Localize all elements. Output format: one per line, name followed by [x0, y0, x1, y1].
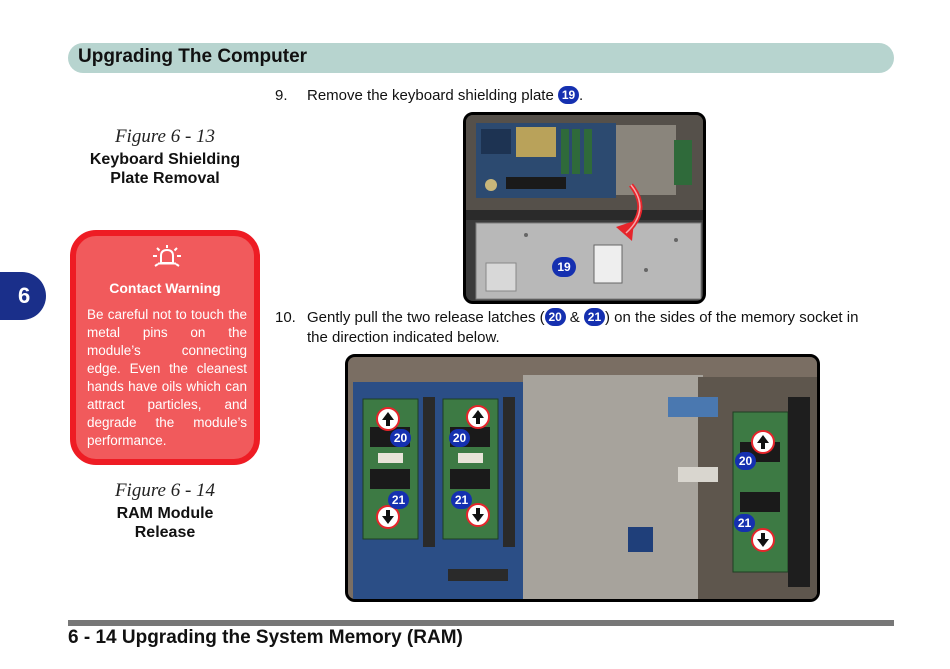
callout-badge: 21 [388, 491, 409, 509]
figure-caption-2: Figure 6 - 14 RAM Module Release [70, 480, 260, 542]
step-text-part: ) on the sides of the memory socket in [604, 309, 859, 326]
callout-badge: 21 [451, 491, 472, 509]
keyboard-shielding-image [466, 115, 703, 301]
step-text: Gently pull the two release latches (20 … [307, 308, 858, 348]
step-text-part: the direction indicated below. [307, 329, 500, 346]
warning-text: Be careful not to touch the metal pins o… [87, 307, 247, 448]
header-bar: Upgrading The Computer [68, 43, 894, 73]
step-text: Remove the keyboard shielding plate 19. [307, 86, 583, 106]
step-number: 9. [275, 87, 288, 104]
footer-divider [68, 620, 894, 626]
footer-title: 6 - 14 Upgrading the System Memory (RAM) [68, 627, 463, 648]
step-10: 10. Gently pull the two release latches … [275, 308, 900, 350]
figure-caption-1: Figure 6 - 13 Keyboard Shielding Plate R… [70, 126, 260, 188]
warning-bell-icon [153, 245, 181, 267]
step-text-part: & [565, 309, 584, 326]
chapter-tab: 6 [0, 272, 46, 320]
figure-title-line: Release [134, 524, 196, 541]
ram-module-image [348, 357, 817, 599]
callout-badge: 20 [735, 452, 756, 470]
callout-badge: 20 [449, 429, 470, 447]
figure-title-line: RAM Module [116, 505, 214, 522]
warning-title: Contact Warning [109, 280, 221, 296]
callout-badge: 21 [734, 514, 755, 532]
ram-module-photo: 20 20 20 21 21 21 [345, 354, 820, 602]
contact-warning-box: Contact Warning Be careful not to touch … [70, 230, 260, 465]
chapter-number: 6 [18, 283, 31, 308]
keyboard-shielding-photo: 19 [463, 112, 706, 304]
step-text-part: Gently pull the two release latches ( [307, 309, 545, 326]
figure-title-line: Keyboard Shielding [89, 151, 241, 168]
figure-number: Figure 6 - 14 [114, 480, 216, 501]
figure-title-line: Plate Removal [110, 170, 220, 187]
callout-badge: 21 [583, 308, 605, 326]
callout-badge: 19 [558, 86, 579, 104]
step-text-part: . [579, 87, 584, 104]
page-title: Upgrading The Computer [78, 46, 308, 67]
figure-title: Keyboard Shielding Plate Removal [70, 150, 260, 188]
step-9: 9. Remove the keyboard shielding plate 1… [275, 86, 895, 108]
callout-badge: 20 [544, 308, 566, 326]
figure-title: RAM Module Release [70, 504, 260, 542]
figure-number: Figure 6 - 13 [114, 126, 216, 147]
step-number: 10. [275, 309, 296, 326]
callout-badge: 19 [552, 257, 576, 277]
step-text-part: Remove the keyboard shielding plate [307, 87, 554, 104]
callout-badge: 20 [390, 429, 411, 447]
